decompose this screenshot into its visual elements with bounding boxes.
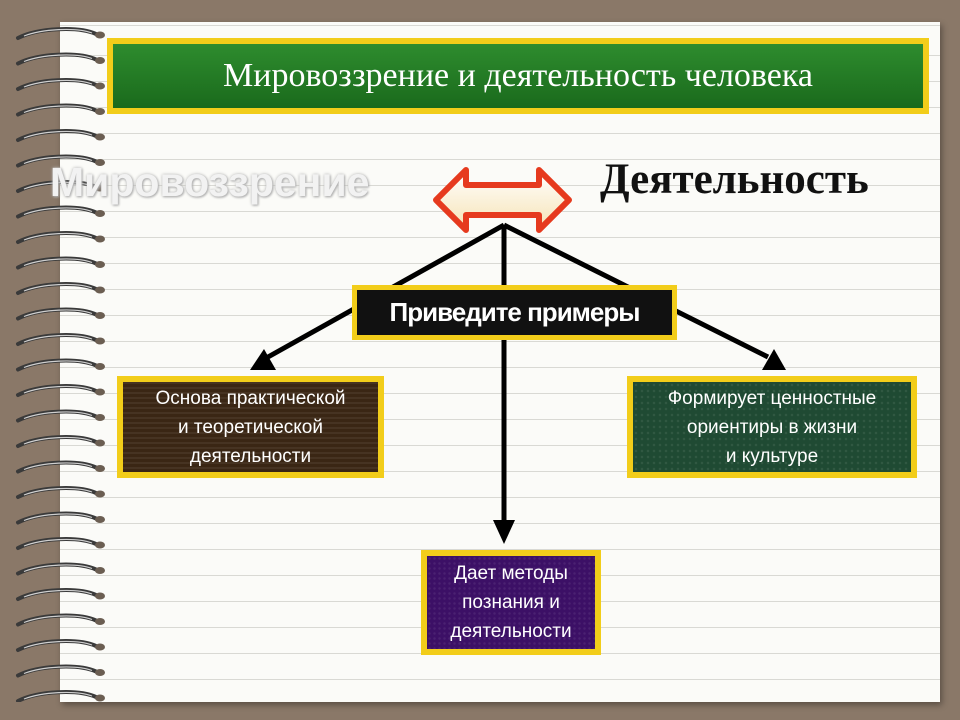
- spiral-coil-highlight: [23, 309, 93, 318]
- arrowhead-left-icon: [250, 349, 276, 370]
- spiral-coil-highlight: [23, 436, 93, 445]
- box-values-line-2: ориентиры в жизни: [686, 416, 858, 438]
- spiral-coil-highlight: [23, 462, 93, 471]
- spiral-coil-highlight: [23, 283, 93, 292]
- spiral-coil-highlight: [23, 666, 93, 675]
- spiral-hole: [95, 439, 105, 447]
- page-title: Мировоззрение и деятельность человека: [223, 57, 813, 94]
- spiral-coil-highlight: [23, 564, 93, 573]
- spiral-hole: [95, 210, 105, 217]
- spiral-hole: [95, 388, 105, 396]
- spiral-hole: [95, 108, 105, 115]
- box-basis-line-3: деятельности: [189, 445, 312, 467]
- spiral-hole: [95, 618, 105, 625]
- spiral-hole: [95, 669, 105, 676]
- spiral-hole: [95, 57, 105, 64]
- concept-worldview: Мировоззрение: [50, 159, 370, 205]
- box-methods-line-3: деятельности: [450, 621, 572, 642]
- spiral-hole: [95, 516, 105, 523]
- spiral-coil-highlight: [23, 538, 93, 547]
- spiral-coil-highlight: [23, 156, 93, 165]
- spiral-hole: [95, 465, 105, 472]
- box-values: Формирует ценностные ориентиры в жизни и…: [627, 376, 917, 478]
- title-banner: Мировоззрение и деятельность человека: [107, 38, 929, 114]
- spiral-coil-highlight: [23, 105, 93, 114]
- spiral-coil-highlight: [23, 691, 93, 700]
- spiral-hole: [95, 363, 105, 370]
- spiral-hole: [95, 337, 105, 345]
- spiral-coil-highlight: [23, 258, 93, 267]
- spiral-coil-highlight: [23, 360, 93, 369]
- concept-activity: Деятельность: [600, 156, 869, 203]
- box-methods: Дает методы познания и деятельности: [421, 550, 601, 655]
- spiral-hole: [95, 312, 105, 319]
- spiral-hole: [95, 643, 105, 651]
- spiral-binding: [16, 27, 105, 702]
- notebook-page: [60, 22, 940, 702]
- box-methods-line-2: познания и: [462, 592, 560, 613]
- spiral-coil-highlight: [23, 54, 93, 63]
- spiral-coil-highlight: [23, 232, 93, 241]
- spiral-hole: [95, 286, 105, 294]
- spiral-coil-highlight: [23, 181, 93, 190]
- double-arrow-icon: [433, 167, 572, 233]
- spiral-coil-highlight: [23, 513, 93, 522]
- spiral-hole: [95, 694, 105, 702]
- box-basis: Основа практической и теоретической деят…: [117, 376, 384, 478]
- spiral-hole: [95, 133, 105, 141]
- spiral-coil-highlight: [23, 615, 93, 624]
- spiral-hole: [95, 31, 105, 39]
- arrowhead-right-icon: [762, 349, 786, 370]
- spiral-coil-highlight: [23, 589, 93, 598]
- box-values-line-1: Формирует ценностные: [667, 387, 877, 409]
- connector-bottom: [493, 225, 515, 544]
- spiral-coil-highlight: [23, 487, 93, 496]
- spiral-hole: [95, 235, 105, 243]
- prompt-box: Приведите примеры: [352, 285, 677, 340]
- box-basis-line-2: и теоретической: [177, 416, 323, 438]
- spiral-coil-highlight: [23, 334, 93, 343]
- spiral-coil-highlight: [23, 130, 93, 139]
- spiral-coil-highlight: [23, 411, 93, 420]
- spiral-coil-highlight: [23, 28, 93, 37]
- prompt-text: Приведите примеры: [389, 297, 641, 327]
- spiral-hole: [95, 82, 105, 90]
- spiral-hole: [95, 541, 105, 549]
- spiral-hole: [95, 261, 105, 268]
- spiral-coil-highlight: [23, 79, 93, 88]
- spiral-hole: [95, 567, 105, 574]
- spiral-hole: [95, 490, 105, 498]
- box-methods-line-1: Дает методы: [454, 563, 568, 584]
- spiral-coil-highlight: [23, 207, 93, 216]
- spiral-hole: [95, 159, 105, 166]
- spiral-coil-highlight: [23, 385, 93, 394]
- box-values-line-3: и культуре: [725, 445, 819, 467]
- spiral-hole: [95, 184, 105, 192]
- spiral-coil-highlight: [23, 640, 93, 649]
- box-basis-line-1: Основа практической: [155, 387, 346, 409]
- arrowhead-bottom-icon: [493, 520, 515, 544]
- spiral-hole: [95, 414, 105, 421]
- spiral-hole: [95, 592, 105, 600]
